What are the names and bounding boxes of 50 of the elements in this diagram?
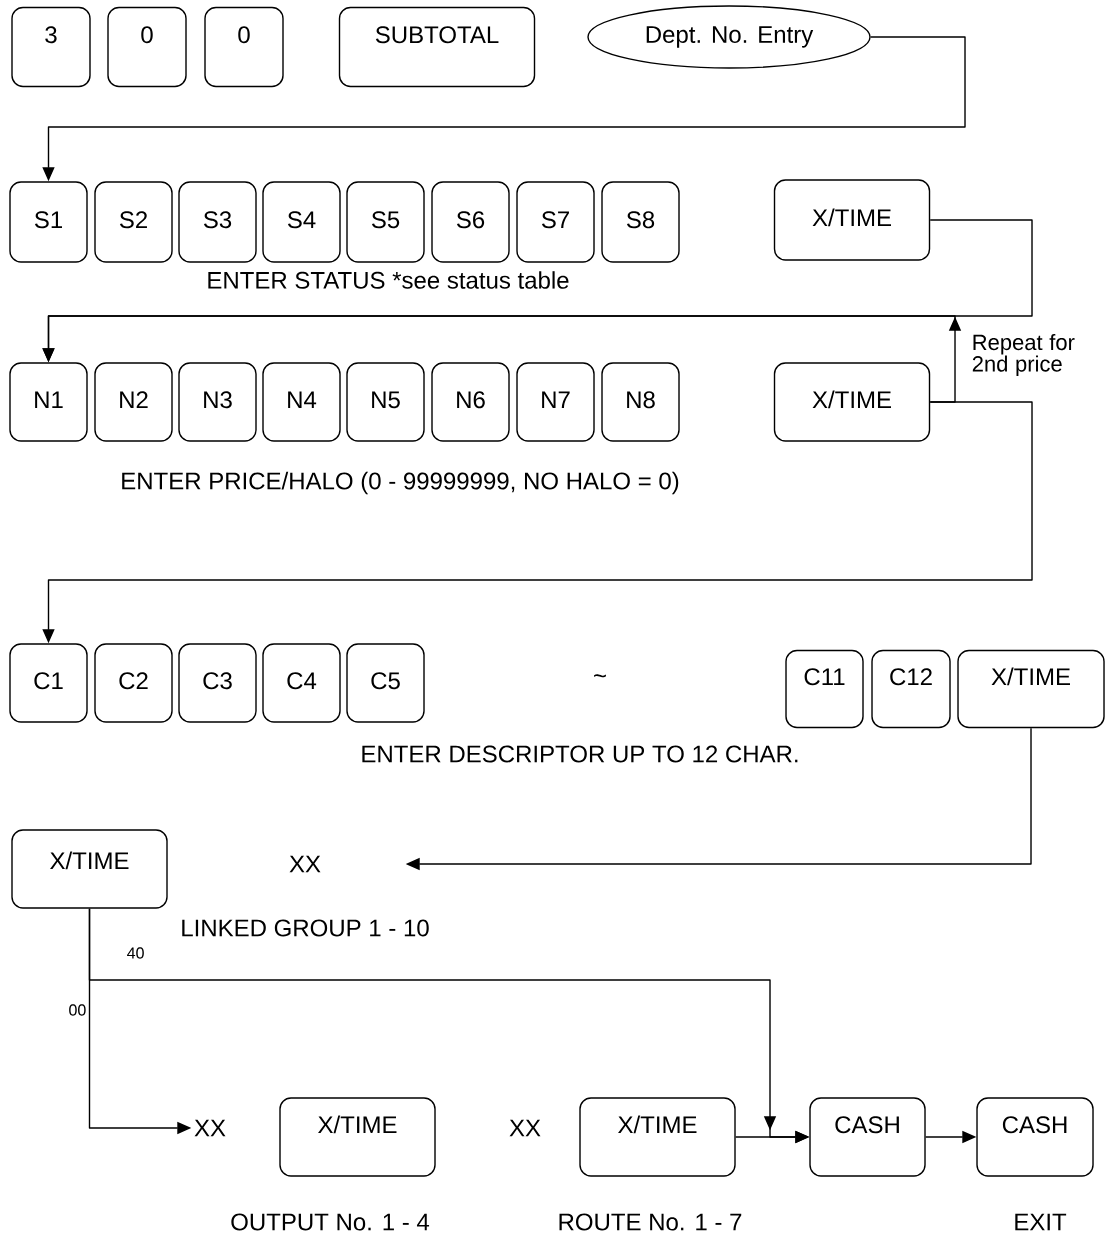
- key-box: CASH: [976, 1097, 1094, 1177]
- group-note: LINKED GROUP 1 - 10: [182, 919, 429, 937]
- key-box: N1: [9, 362, 88, 442]
- key-box: S6: [431, 181, 510, 263]
- key-box: N6: [431, 362, 510, 442]
- key-box: X/TIME: [279, 1097, 436, 1177]
- route-note: ROUTE No. 1 - 7: [559, 1213, 742, 1231]
- key-box: N5: [346, 362, 425, 442]
- key-box: C3: [178, 643, 257, 723]
- key-box: S5: [346, 181, 425, 263]
- key-box: S7: [516, 181, 595, 263]
- key-box: SUBTOTAL: [338, 6, 536, 88]
- input-field: XX: [289, 855, 321, 873]
- key-box: C12: [871, 649, 951, 729]
- key-box: C2: [94, 643, 173, 723]
- key-box: X/TIME: [773, 362, 931, 442]
- input-field: XX: [509, 1119, 541, 1137]
- status-note: ENTER STATUS *see status table: [208, 271, 569, 289]
- edge-label: 00: [69, 1004, 86, 1016]
- descriptor-note: ENTER DESCRIPTOR UP TO 12 CHAR.: [362, 745, 798, 763]
- edge-label: 40: [127, 947, 144, 959]
- output-note: OUTPUT No. 1 - 4: [231, 1213, 430, 1231]
- entry-oval: Dept. No. Entry: [587, 5, 871, 69]
- key-box: CASH: [809, 1097, 926, 1177]
- key-box: S3: [178, 181, 257, 263]
- key-box: N2: [94, 362, 173, 442]
- key-box: 0: [107, 6, 187, 88]
- key-box: S8: [601, 181, 680, 263]
- key-box: S1: [9, 181, 88, 263]
- key-box: X/TIME: [579, 1097, 736, 1177]
- key-box: N3: [178, 362, 257, 442]
- key-box: C1: [9, 643, 88, 723]
- key-box: N4: [262, 362, 341, 442]
- key-box: C4: [262, 643, 341, 723]
- key-box: S2: [94, 181, 173, 263]
- key-box: X/TIME: [773, 179, 931, 261]
- key-box: C5: [346, 643, 425, 723]
- key-box: C11: [785, 649, 864, 729]
- key-box: X/TIME: [957, 649, 1105, 729]
- key-box: X/TIME: [11, 829, 168, 909]
- edge-label: Repeat for 2nd price: [972, 334, 1075, 376]
- key-box: 3: [11, 6, 91, 88]
- key-box: S4: [262, 181, 341, 263]
- tilde-mark: ~: [594, 674, 606, 678]
- price-note: ENTER PRICE/HALO (0 - 99999999, NO HALO = 0): [122, 471, 679, 495]
- key-box: 0: [204, 6, 284, 88]
- input-field: XX: [194, 1119, 226, 1137]
- exit-note: EXIT: [1015, 1213, 1067, 1231]
- key-box: N8: [601, 362, 680, 442]
- key-box: N7: [516, 362, 595, 442]
